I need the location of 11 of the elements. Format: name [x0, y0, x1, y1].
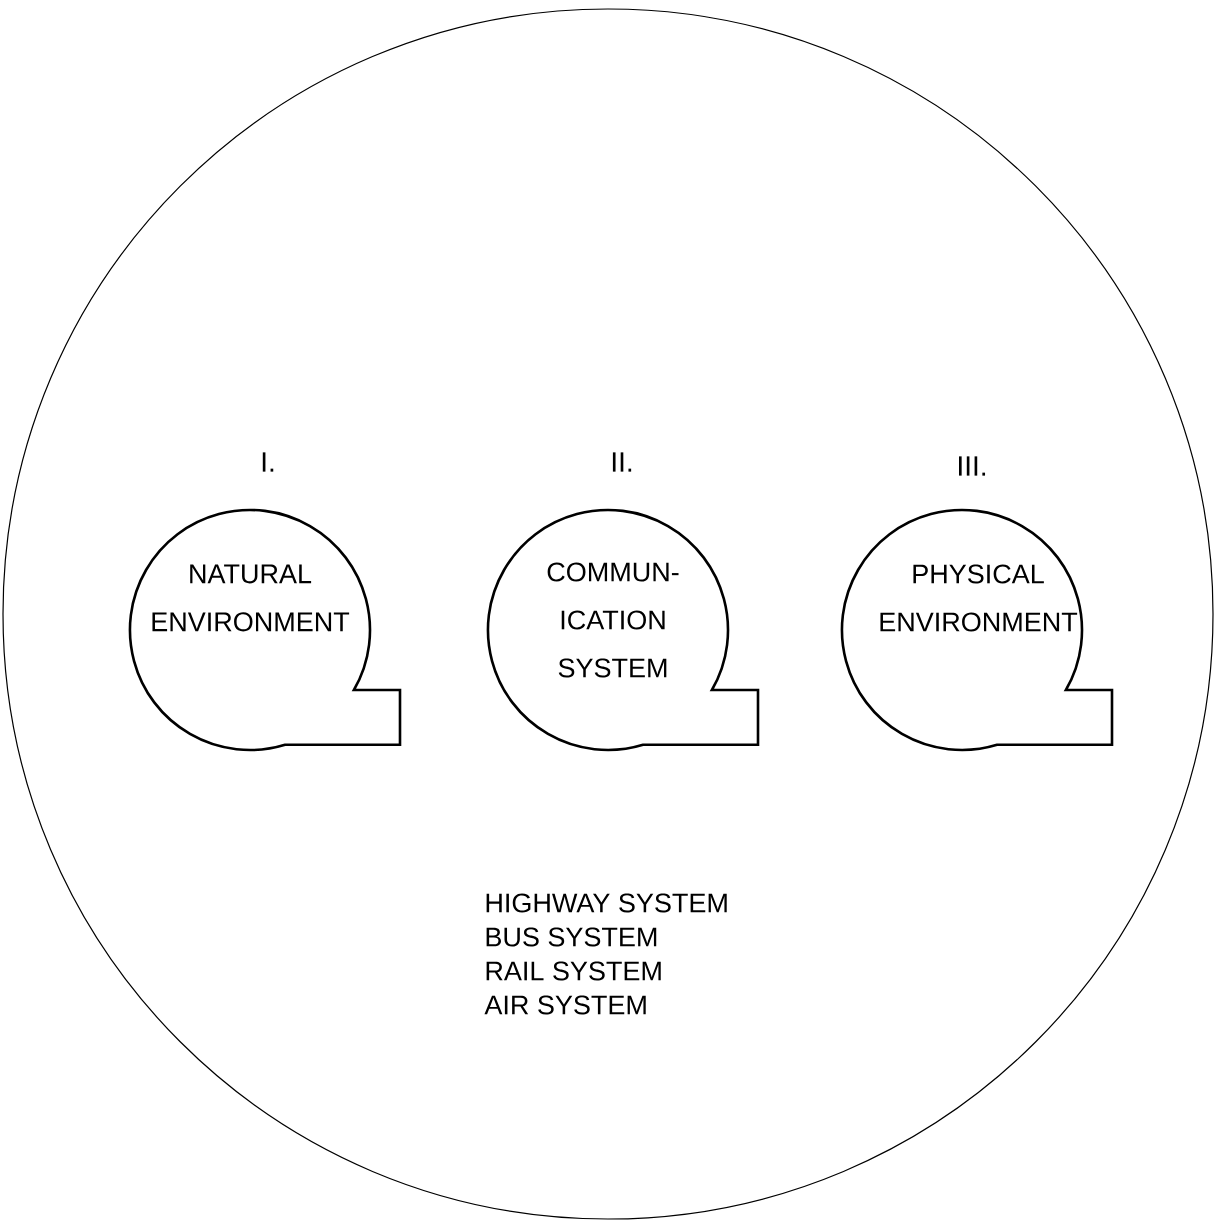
list-item: HIGHWAY SYSTEM — [486, 893, 727, 913]
node-label: III. — [959, 456, 986, 476]
speech-bubble: III. PHYSICAL ENVIRONMENT — [840, 456, 1114, 752]
node-label: I. — [262, 452, 274, 472]
outer-circle — [2, 8, 1214, 1220]
node-label: II. — [612, 452, 632, 472]
speech-bubble: I. NATURAL ENVIRONMENT — [128, 452, 402, 752]
list-item: RAIL SYSTEM — [486, 961, 661, 981]
list-item: BUS SYSTEM — [486, 927, 657, 947]
list-item: AIR SYSTEM — [484, 995, 646, 1015]
speech-bubble: II. COMMUN- ICATION SYSTEM — [486, 452, 760, 752]
